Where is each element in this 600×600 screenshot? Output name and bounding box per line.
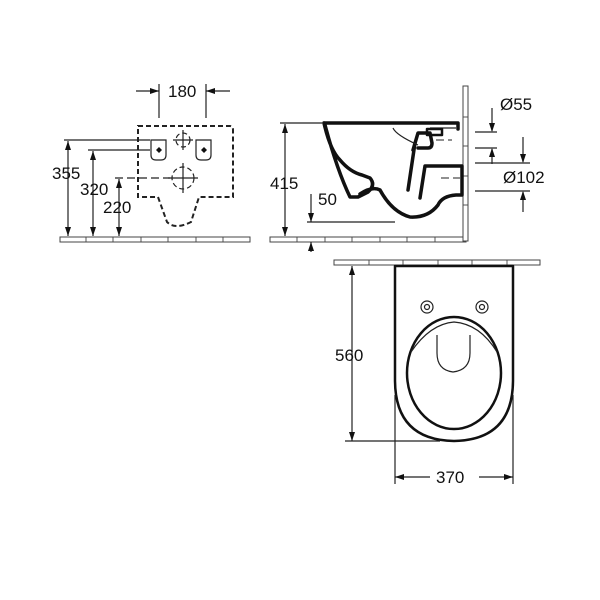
dim-355-label: 355 <box>52 164 80 183</box>
dim-370-label: 370 <box>436 468 464 487</box>
toilet-side-profile <box>322 121 464 219</box>
dim-50-label: 50 <box>318 190 337 209</box>
wall <box>462 85 469 242</box>
bolt-left <box>420 300 434 314</box>
bowl-opening <box>405 315 503 431</box>
bolt-right <box>475 300 489 314</box>
side-view: 415 50 Ø55 Ø102 <box>269 85 545 252</box>
fixing-left <box>150 139 167 161</box>
dim-180-label: 180 <box>168 82 196 101</box>
top-view: 560 370 <box>333 259 541 487</box>
pan-outline-front <box>137 125 234 227</box>
dim-320-label: 320 <box>80 180 108 199</box>
fixing-right <box>195 139 212 161</box>
toilet-top-outline <box>393 264 515 443</box>
front-view: 180 355 320 220 <box>52 82 251 243</box>
front-floor <box>59 236 251 243</box>
dim-560-label: 560 <box>335 346 363 365</box>
dim-o55-label: Ø55 <box>500 95 532 114</box>
dim-o102-label: Ø102 <box>503 168 545 187</box>
side-floor <box>269 236 467 243</box>
top-wall <box>333 259 541 266</box>
dim-415-label: 415 <box>270 174 298 193</box>
dim-220-label: 220 <box>103 198 131 217</box>
